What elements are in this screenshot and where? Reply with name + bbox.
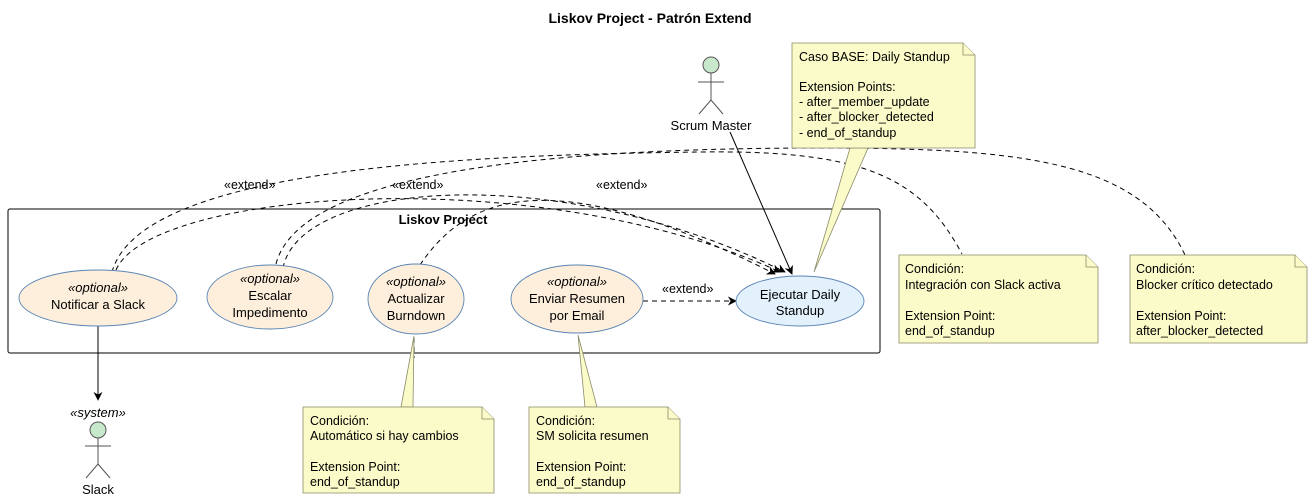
actor-scrum-master-name: Scrum Master: [671, 118, 753, 133]
stereotype-burndown: «optional»: [386, 274, 446, 289]
label-escalar-2: Impedimento: [232, 305, 307, 320]
label-standup-2: Standup: [776, 303, 824, 318]
note-blocker-line3: Extension Point:: [1136, 309, 1226, 323]
note-slack-condition: Condición: Integración con Slack activa …: [898, 254, 1099, 344]
note-base-line2: Extension Points:: [799, 80, 896, 94]
note-blocker-line4: after_blocker_detected: [1136, 324, 1263, 338]
diagram-title: Liskov Project - Patrón Extend: [548, 10, 751, 26]
note-burndown-condition: Condición: Automático si hay cambios Ext…: [302, 335, 495, 494]
extend-label-notificar: «extend»: [224, 178, 275, 192]
extend-label-burndown: «extend»: [596, 178, 647, 192]
use-case-escalar-impedimento[interactable]: «optional» Escalar Impedimento: [206, 264, 334, 330]
label-standup-1: Ejecutar Daily: [760, 287, 841, 302]
use-case-enviar-resumen-email[interactable]: «optional» Enviar Resumen por Email: [510, 264, 644, 334]
note-blocker-line2: Blocker crítico detectado: [1136, 278, 1273, 292]
extend-burndown-to-standup: [419, 199, 776, 275]
stereotype-notificar: «optional»: [68, 280, 128, 295]
note-slack-line3: Extension Point:: [905, 309, 995, 323]
label-burndown-2: Burndown: [387, 308, 446, 323]
note-base-standup: Caso BASE: Daily Standup Extension Point…: [791, 42, 976, 273]
note-blocker-line1: Condición:: [1136, 262, 1195, 276]
note-email-line4: end_of_standup: [536, 475, 626, 489]
actor-scrum-master[interactable]: Scrum Master: [671, 56, 753, 133]
extend-escalar-to-standup: [282, 194, 786, 273]
note-burndown-line4: end_of_standup: [310, 475, 400, 489]
note-link-slack-condition: [111, 151, 963, 273]
extend-label-escalar: «extend»: [392, 178, 443, 192]
use-case-actualizar-burndown[interactable]: «optional» Actualizar Burndown: [367, 263, 465, 335]
association-scrum-master-standup: [729, 131, 793, 275]
note-burndown-line1: Condición:: [310, 414, 369, 428]
extend-label-email: «extend»: [662, 282, 713, 296]
actor-slack[interactable]: «system» Slack: [70, 405, 126, 497]
note-base-line3: - after_member_update: [799, 95, 930, 109]
stereotype-email: «optional»: [547, 274, 607, 289]
note-base-line4: - after_blocker_detected: [799, 110, 934, 124]
actor-slack-name: Slack: [82, 482, 114, 497]
note-burndown-line3: Extension Point:: [310, 460, 400, 474]
note-email-line2: SM solicita resumen: [536, 429, 649, 443]
note-blocker-condition: Condición: Blocker crítico detectado Ext…: [1129, 254, 1308, 344]
actor-slack-stereotype: «system»: [70, 405, 126, 420]
note-email-line1: Condición:: [536, 414, 595, 428]
note-slack-line4: end_of_standup: [905, 324, 995, 338]
label-email-1: Enviar Resumen: [529, 291, 625, 306]
stereotype-escalar: «optional»: [240, 271, 300, 286]
label-escalar-1: Escalar: [248, 288, 292, 303]
extend-notificar-to-standup: [115, 198, 781, 273]
note-slack-line1: Condición:: [905, 262, 964, 276]
use-case-ejecutar-daily-standup[interactable]: Ejecutar Daily Standup: [735, 275, 865, 327]
note-email-line3: Extension Point:: [536, 460, 626, 474]
note-email-condition: Condición: SM solicita resumen Extension…: [528, 334, 681, 494]
note-base-line5: - end_of_standup: [799, 126, 896, 140]
use-case-notificar-slack[interactable]: «optional» Notificar a Slack: [18, 269, 178, 327]
note-base-line1: Caso BASE: Daily Standup: [799, 50, 950, 64]
label-email-2: por Email: [550, 308, 605, 323]
label-burndown-1: Actualizar: [387, 291, 445, 306]
note-burndown-line2: Automático si hay cambios: [310, 429, 459, 443]
package-label: Liskov Project: [399, 212, 489, 227]
note-slack-line2: Integración con Slack activa: [905, 278, 1061, 292]
label-notificar: Notificar a Slack: [51, 297, 145, 312]
